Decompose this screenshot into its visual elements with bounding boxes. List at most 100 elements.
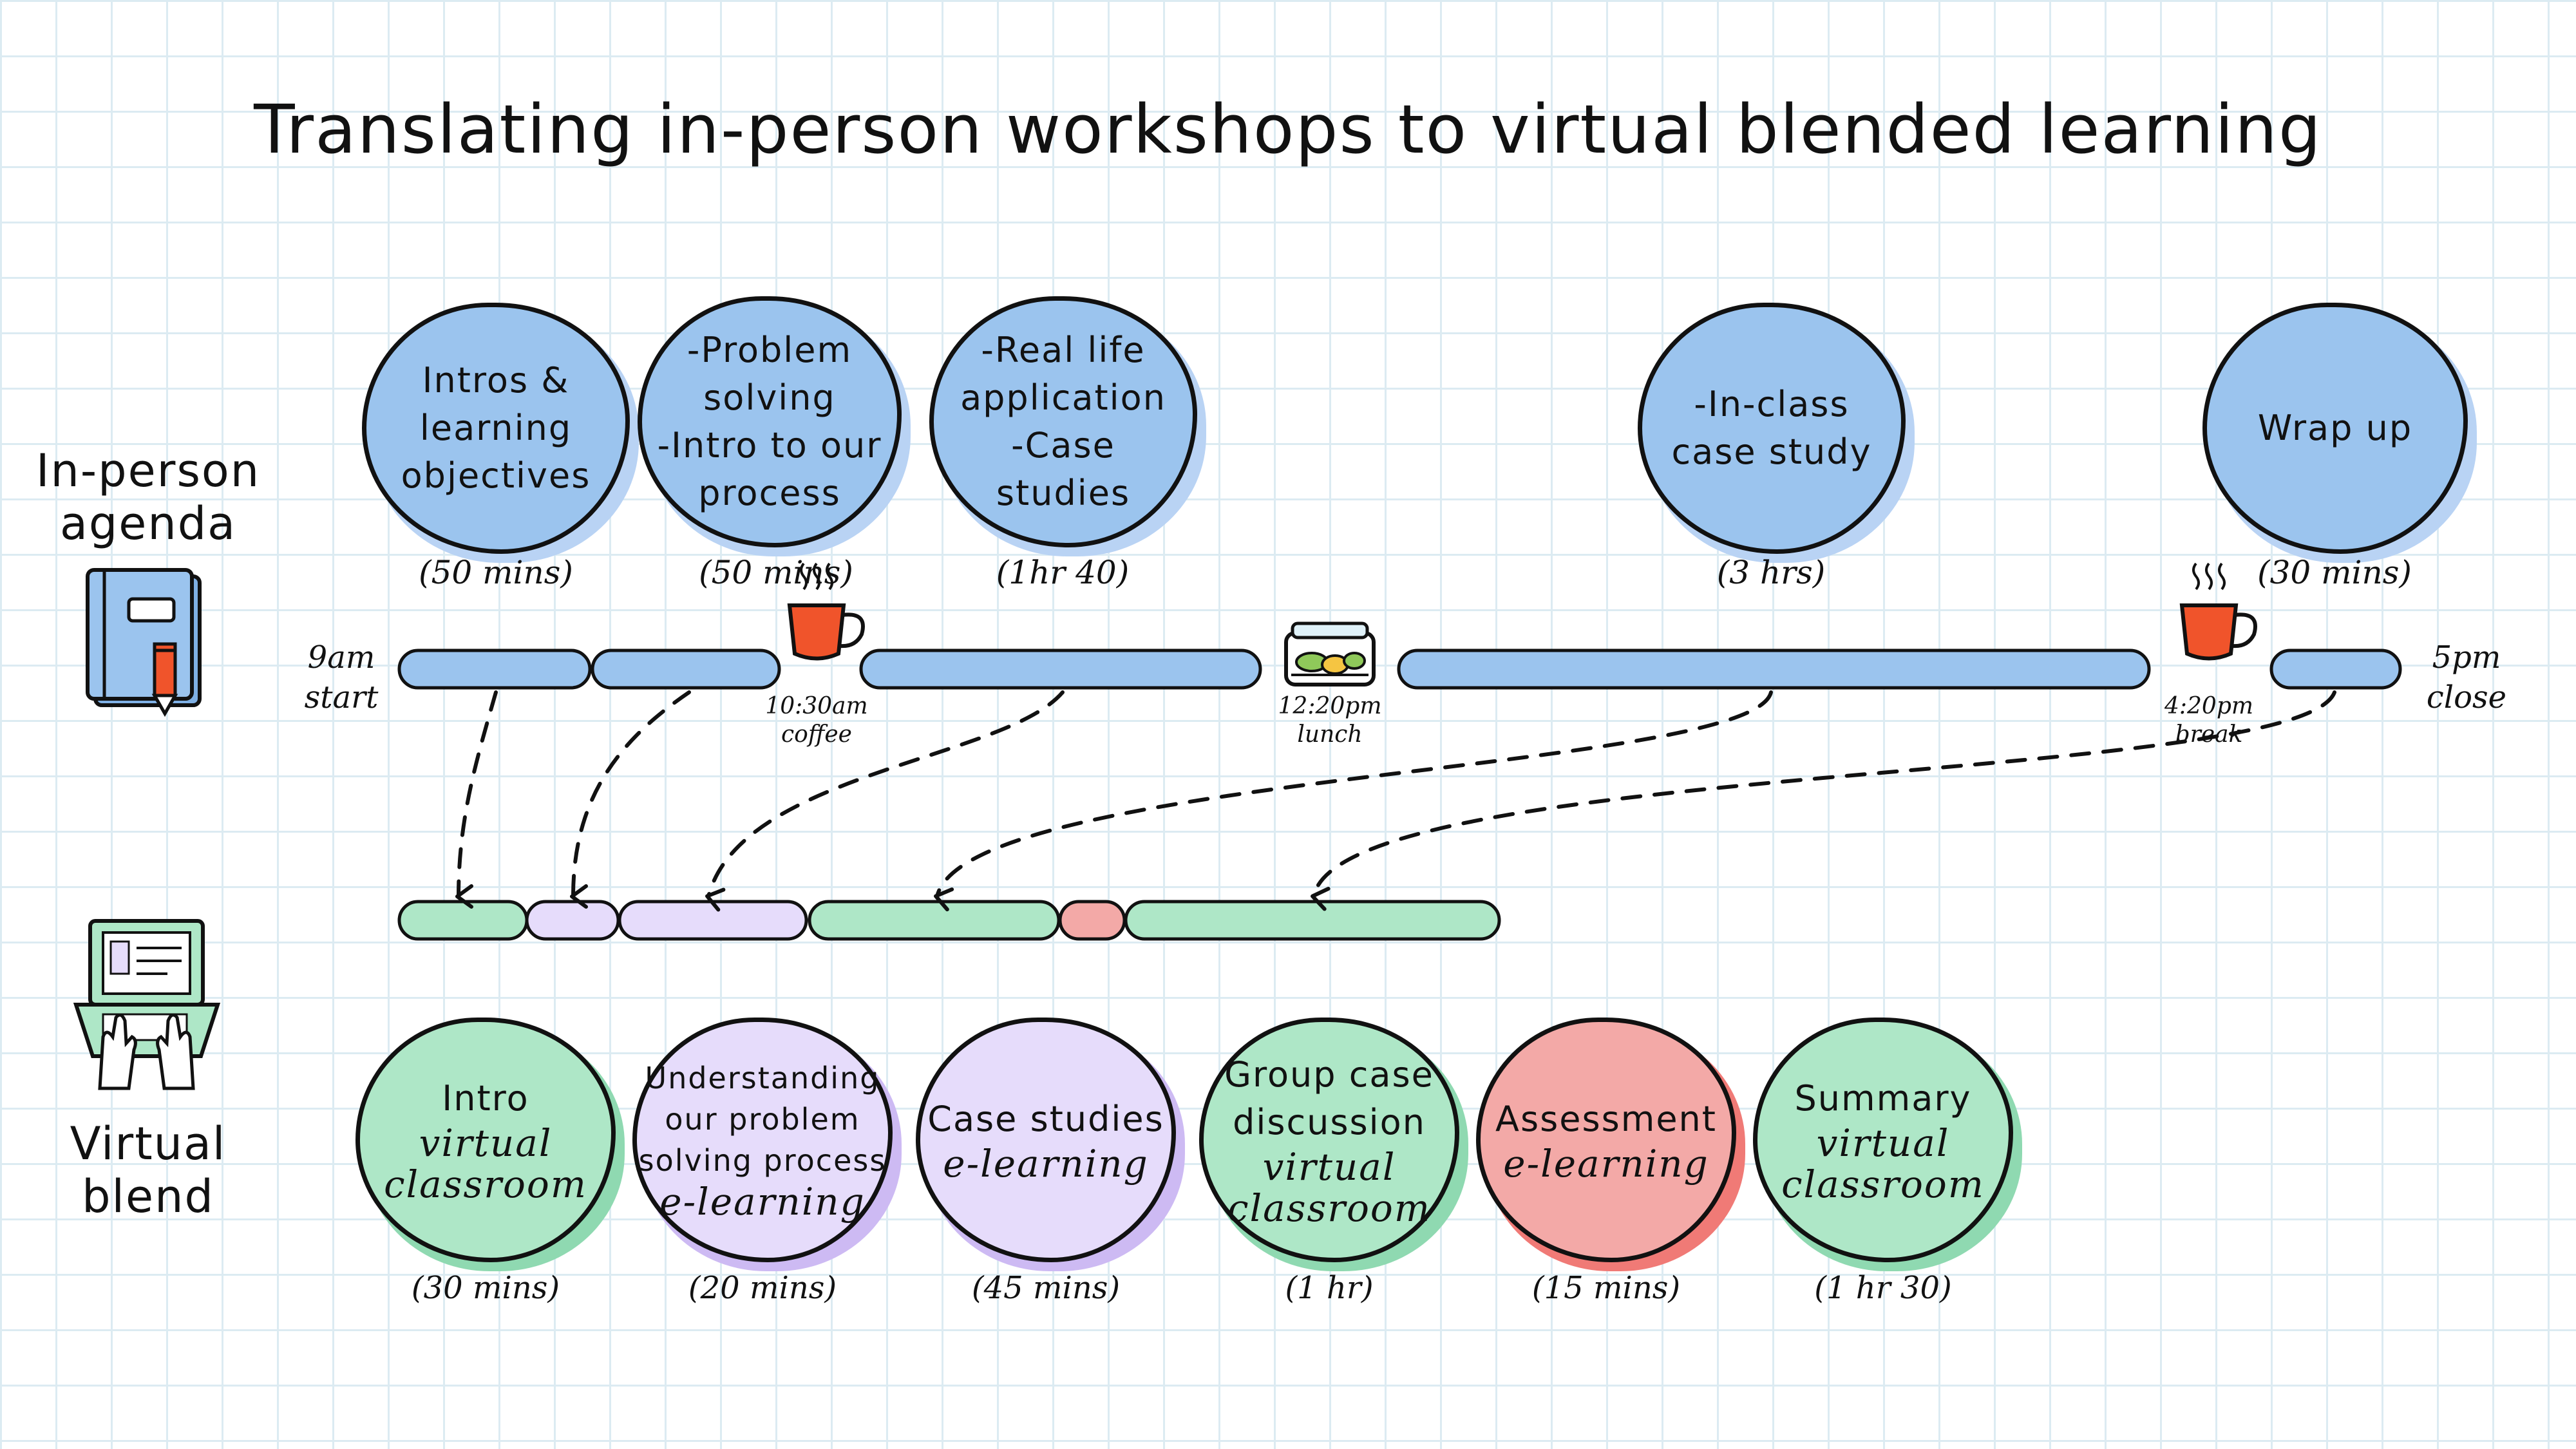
session-format-line: virtual — [419, 1121, 553, 1165]
in-person-session-bubble: -Real life application -Case studies — [929, 296, 1197, 547]
break-label: coffee — [781, 721, 852, 748]
session-title-line: Understanding — [645, 1061, 880, 1095]
break-time: 10:30am — [765, 693, 868, 719]
in-person-session-bubble: Intros & learning objectives — [362, 303, 630, 554]
in-person-timeline-segment — [2269, 649, 2402, 690]
session-format-line: classroom — [384, 1162, 587, 1206]
mapping-arrow — [934, 690, 1773, 912]
in-person-timeline — [397, 649, 2402, 690]
break-note-afternoon: 4:20pm break — [2145, 692, 2273, 749]
coffee-cup-icon — [2179, 562, 2257, 661]
session-title-line: objectives — [401, 455, 591, 496]
start-word: start — [304, 679, 379, 715]
mapping-arrows — [455, 690, 2336, 912]
session-title-line: Case studies — [927, 1099, 1164, 1139]
session-format-line: e-learning — [943, 1142, 1149, 1186]
in-person-session-bubble: -In-class case study — [1638, 303, 1906, 554]
session-title-line: solving — [703, 377, 836, 418]
session-format-line: classroom — [1781, 1162, 1985, 1206]
session-duration: (20 mins) — [688, 1270, 837, 1306]
in-person-row-label: In-person agenda — [26, 444, 270, 550]
session-title-line: -Problem — [687, 330, 853, 370]
break-time: 4:20pm — [2164, 693, 2254, 719]
in-person-label-line: In-person — [35, 444, 261, 497]
session-format-line: virtual — [1816, 1121, 1950, 1165]
session-format-line: virtual — [1262, 1145, 1396, 1189]
in-person-timeline-segment — [1397, 649, 2151, 690]
session-duration: (30 mins) — [411, 1270, 560, 1306]
virtual-timeline-segment — [618, 900, 808, 941]
session-title-line: -Real life — [981, 330, 1146, 370]
in-person-timeline-segment — [397, 649, 592, 690]
session-duration: (1 hr) — [1285, 1270, 1374, 1306]
virtual-timeline-segment — [397, 900, 529, 941]
session-title-line: discussion — [1233, 1102, 1426, 1142]
in-person-label-line: agenda — [59, 497, 237, 550]
in-person-timeline-segment — [591, 649, 781, 690]
break-note-lunch: 12:20pm lunch — [1265, 692, 1394, 749]
virtual-label-line: blend — [82, 1170, 214, 1223]
end-time-label: 5pm close — [2402, 638, 2531, 717]
session-duration: (50 mins) — [699, 554, 853, 591]
session-title-line: application — [960, 377, 1166, 418]
session-title-line: solving process — [638, 1143, 887, 1178]
pencil-icon — [151, 642, 178, 717]
end-time: 5pm — [2432, 639, 2501, 676]
session-duration: (50 mins) — [419, 554, 573, 591]
break-label: break — [2175, 721, 2243, 748]
session-duration: (30 mins) — [2257, 554, 2412, 591]
break-label: lunch — [1297, 721, 1363, 748]
break-note-coffee: 10:30am coffee — [752, 692, 881, 749]
virtual-timeline-segment — [808, 900, 1061, 941]
in-person-timeline-segment — [859, 649, 1262, 690]
end-word: close — [2426, 679, 2507, 715]
hands-icon — [98, 1013, 195, 1090]
mapping-arrow — [455, 690, 498, 909]
session-title-line: Assessment — [1495, 1099, 1717, 1139]
session-format-line: e-learning — [659, 1180, 866, 1224]
session-title-line: Intros & — [422, 360, 570, 401]
session-duration: (15 mins) — [1531, 1270, 1681, 1306]
mapping-arrow — [1311, 690, 2336, 911]
session-format-line: classroom — [1227, 1186, 1431, 1230]
mapping-arrow — [570, 690, 691, 909]
mapping-arrow — [705, 690, 1065, 912]
start-time-label: 9am start — [277, 638, 406, 717]
session-title-line: learning — [419, 408, 573, 448]
session-title-line: -Case — [1011, 425, 1115, 466]
session-title-line: process — [698, 473, 841, 513]
virtual-timeline-segment — [525, 900, 620, 941]
session-title-line: our problem — [665, 1102, 860, 1137]
laptop-icon — [73, 919, 221, 1090]
session-duration: (3 hrs) — [1716, 554, 1826, 591]
session-title-line: Intro — [442, 1078, 529, 1119]
virtual-timeline-segment — [1124, 900, 1501, 941]
session-title-line: Summary — [1794, 1078, 1972, 1119]
lunchbox-icon — [1284, 621, 1376, 687]
session-duration: (1 hr 30) — [1814, 1270, 1952, 1306]
virtual-label-line: Virtual — [70, 1117, 227, 1170]
session-title-line: -In-class — [1694, 384, 1850, 424]
session-title-line: -Intro to our — [657, 425, 882, 466]
session-format-line: e-learning — [1503, 1142, 1709, 1186]
break-time: 12:20pm — [1278, 693, 1382, 719]
session-title-line: Wrap up — [2257, 408, 2413, 448]
session-title-line: studies — [996, 473, 1131, 513]
session-duration: (1hr 40) — [996, 554, 1130, 591]
virtual-timeline-segment — [1058, 900, 1126, 941]
session-title-line: Group case — [1224, 1054, 1434, 1095]
page-title: Translating in-person workshops to virtu… — [254, 90, 2322, 169]
virtual-row-label: Virtual blend — [26, 1117, 270, 1223]
in-person-session-bubble: -Problem solving -Intro to our process — [638, 296, 902, 547]
notebook-icon — [86, 568, 202, 717]
session-title-line: case study — [1671, 431, 1872, 472]
session-duration: (45 mins) — [971, 1270, 1121, 1306]
start-time: 9am — [307, 639, 375, 676]
